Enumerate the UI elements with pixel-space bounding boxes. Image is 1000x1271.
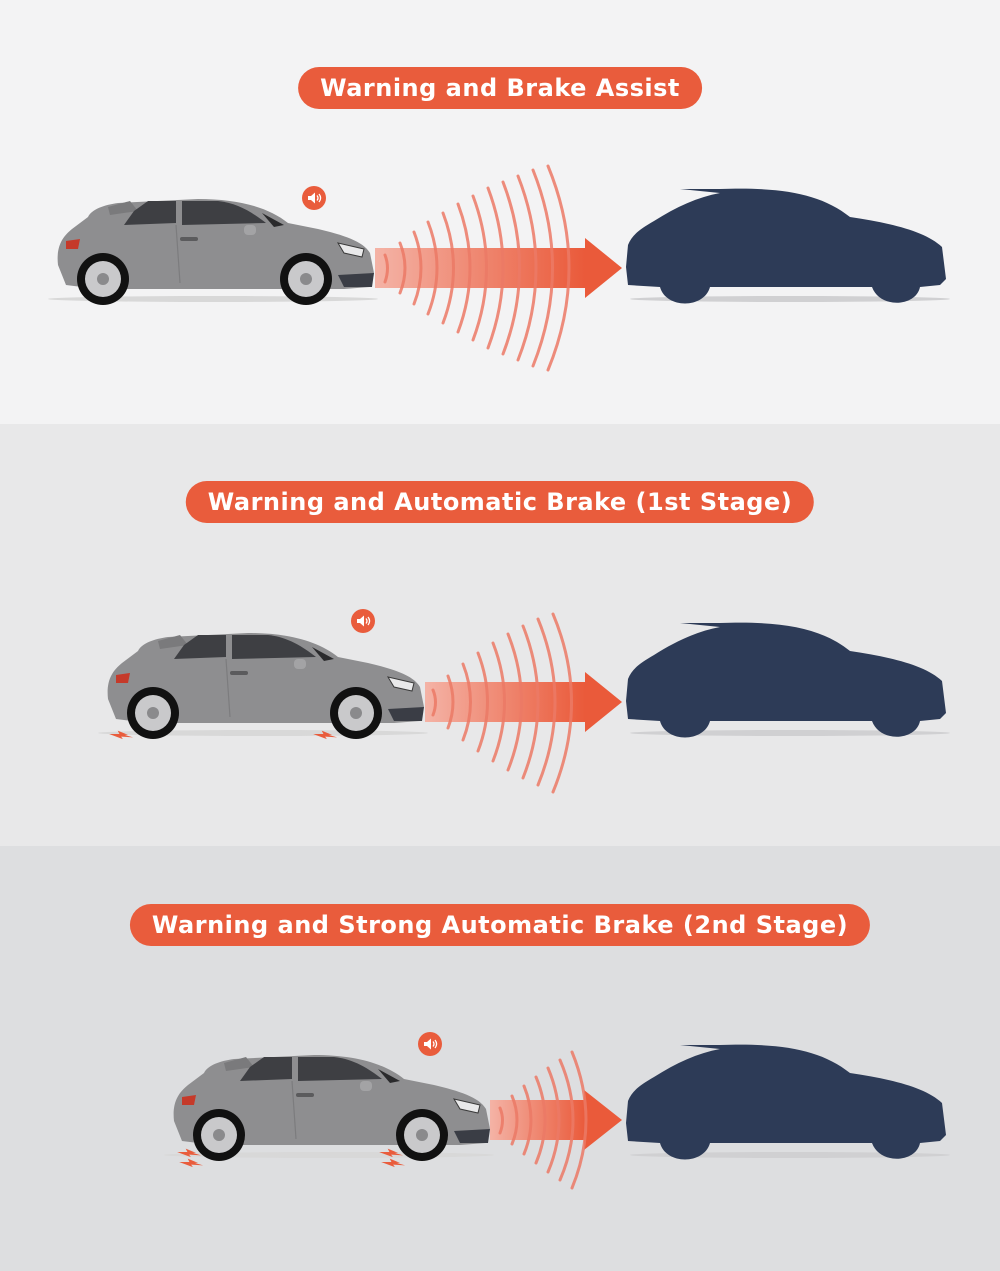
stage-title-badge: Warning and Brake Assist: [298, 67, 702, 109]
arrow-right-icon: [375, 238, 622, 298]
stage-panel-warning-brake-assist: Warning and Brake Assist: [0, 0, 1000, 424]
speaker-warning-icon: [302, 186, 326, 210]
arrow-right-icon: [490, 1090, 622, 1150]
stage-title-badge: Warning and Automatic Brake (1st Stage): [185, 481, 815, 523]
ego-car-icon: [164, 1054, 494, 1162]
stage-illustration: [164, 1032, 950, 1190]
stage-illustration: [98, 609, 950, 794]
stage-illustration: [48, 164, 950, 372]
target-car-icon: [626, 188, 950, 304]
radar-wave-icon: [431, 612, 573, 794]
ego-car-icon: [48, 198, 378, 306]
radar-wave-icon: [383, 164, 571, 372]
target-car-icon: [626, 622, 950, 738]
stage-panel-strong-automatic-brake-2nd: Warning and Strong Automatic Brake (2nd …: [0, 846, 1000, 1271]
speaker-warning-icon: [351, 609, 375, 633]
ego-car-icon: [98, 632, 428, 740]
radar-wave-icon: [498, 1050, 588, 1190]
speaker-warning-icon: [418, 1032, 442, 1056]
stage-panel-automatic-brake-1st: Warning and Automatic Brake (1st Stage): [0, 424, 1000, 846]
stage-title-badge: Warning and Strong Automatic Brake (2nd …: [129, 904, 871, 946]
arrow-right-icon: [425, 672, 622, 732]
target-car-icon: [626, 1044, 950, 1160]
